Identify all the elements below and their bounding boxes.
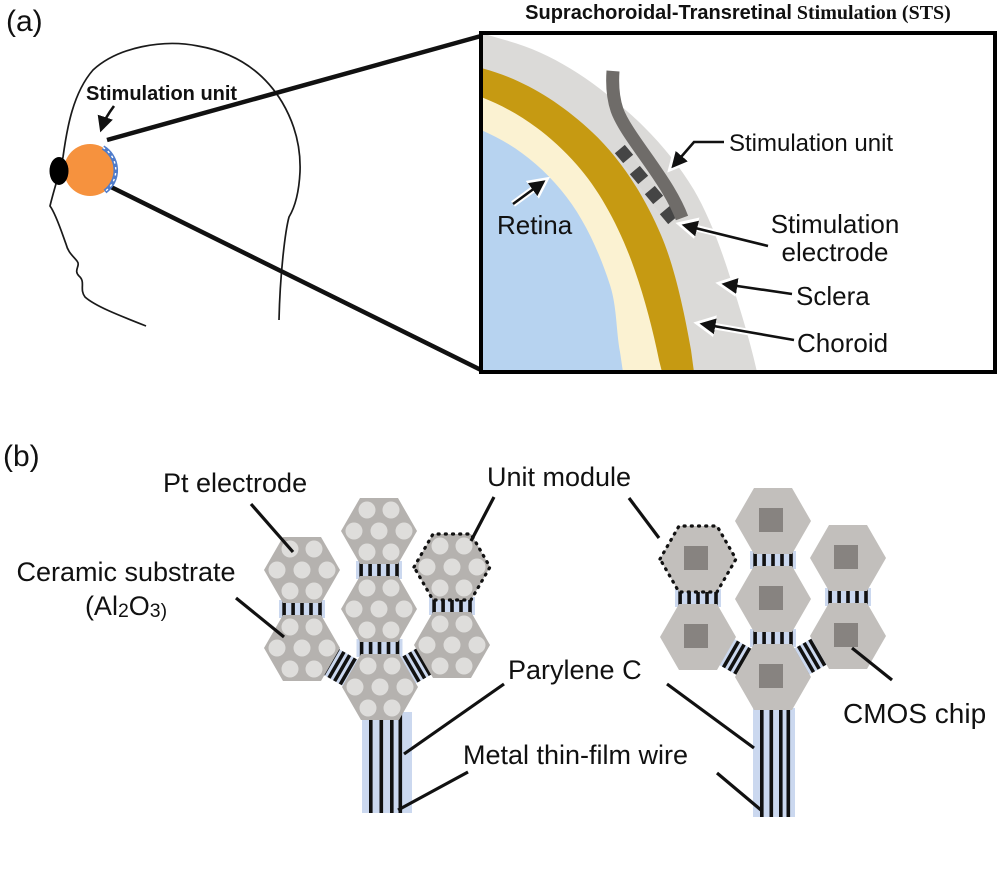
stimulation-electrode-line2: electrode: [781, 237, 889, 268]
head-label-arrow: [97, 105, 116, 133]
ceramic-substrate-line1: Ceramic substrate: [16, 557, 236, 587]
panel-a-tag: (a): [6, 5, 43, 38]
retina-arrow: [511, 176, 551, 207]
box-title: Suprachoroidal-Transretinal Stimulation …: [481, 2, 995, 25]
head-outline: [49, 42, 301, 327]
stimulation-electrode-arrow: [675, 217, 769, 250]
metal-wire-leader-left: [397, 770, 469, 812]
cmos-chip-square: [684, 546, 708, 570]
left-module-cluster: [264, 498, 492, 813]
metal-wire-leader-right: [715, 771, 763, 812]
cmos-chip-square: [759, 508, 783, 532]
stimulation-electrode-array: [614, 144, 679, 225]
ceramic-formula: (Al2O3): [84, 590, 168, 623]
left-cable: [362, 712, 412, 813]
cmos-chip-square: [834, 623, 858, 647]
pt-electrode-leader: [249, 502, 295, 554]
retina-label: Retina: [497, 210, 573, 240]
stimulation-electrode-label: Stimulation electrode: [740, 210, 930, 266]
ceramic-leader: [234, 596, 286, 639]
cmos-chip-square: [759, 586, 783, 610]
box-title-sans: Suprachoroidal-Transretinal: [525, 2, 792, 24]
cmos-chip-square: [834, 545, 858, 569]
eyeball: [64, 144, 116, 196]
box-title-serif: Stimulation (STS): [791, 2, 951, 24]
stimulation-electrode-line1: Stimulation: [770, 209, 900, 239]
magnifier-cone: [106, 33, 482, 373]
panel-b-tag: (b): [3, 440, 40, 473]
unit-module-leader-right: [627, 497, 661, 539]
cmos-chip-leader: [851, 646, 893, 682]
unit-module-leader-left: [469, 496, 496, 542]
stimulation-unit-arrow: [667, 138, 724, 173]
choroid-label: Choroid: [797, 328, 889, 358]
sts-box: [479, 31, 997, 374]
stimulation-unit-label: Stimulation unit: [729, 130, 894, 157]
implant-arc-dashes: [102, 146, 117, 193]
cmos-chip-label: CMOS chip: [843, 698, 987, 729]
sclera-label: Sclera: [796, 281, 870, 311]
parylene-leader-right: [666, 682, 755, 750]
eye: [49, 144, 119, 196]
parylene-leader-left: [403, 682, 505, 756]
choroid-arrow: [693, 315, 795, 344]
pupil: [49, 157, 69, 185]
right-cable: [753, 708, 795, 817]
cmos-chip-square: [759, 664, 783, 688]
stimulation-unit-band: [606, 70, 689, 221]
metal-wire-label: Metal thin-film wire: [463, 740, 689, 770]
head-stimulation-unit-label: Stimulation unit: [86, 83, 238, 105]
panel-b-leaders: [234, 496, 893, 812]
pt-electrode-label: Pt electrode: [163, 468, 308, 498]
ceramic-substrate-label: Ceramic substrate (Al2O3): [0, 556, 252, 624]
right-module-cluster: [658, 488, 886, 817]
sclera-arrow: [715, 275, 793, 298]
parylene-label: Parylene C: [508, 655, 642, 685]
unit-module-label: Unit module: [487, 462, 632, 492]
cmos-chip-square: [684, 624, 708, 648]
vitreous-layer: [483, 130, 623, 370]
